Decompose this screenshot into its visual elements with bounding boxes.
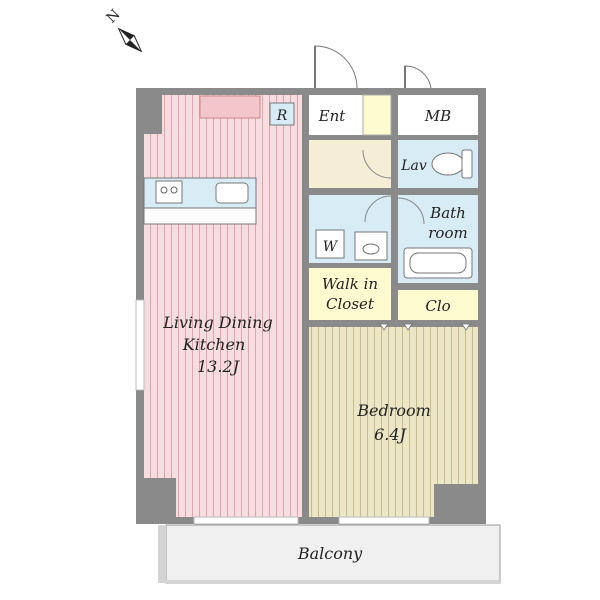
bedroom-column — [434, 484, 486, 524]
walk-in-closet-label-line2: Closet — [326, 295, 375, 313]
washer-space — [315, 229, 345, 259]
entrance-door — [314, 45, 358, 89]
vanity-sink-icon — [354, 231, 388, 261]
meter-box-label: MB — [424, 107, 451, 125]
refrigerator-label: R — [276, 108, 288, 124]
walk-in-closet-label-line1: Walk in — [322, 275, 378, 293]
stove-icon — [155, 180, 183, 204]
bedroom-size-label: 6.4J — [374, 425, 407, 444]
refrigerator-space — [269, 102, 295, 126]
washer-label: W — [323, 239, 339, 255]
balcony-label: Balcony — [297, 544, 363, 563]
bathroom-label-line2: room — [428, 224, 467, 242]
balcony-edge — [166, 580, 500, 584]
balcony-rail — [158, 525, 166, 583]
windows — [135, 299, 430, 525]
range-hood — [199, 95, 261, 119]
meter-box-space — [398, 95, 478, 135]
kitchen-counter — [143, 177, 257, 225]
bedroom-label: Bedroom — [356, 401, 431, 420]
entrance-step — [362, 94, 392, 136]
toilet-icon — [431, 149, 473, 179]
north-arrow-icon — [117, 27, 143, 53]
ldk-bottom-column — [136, 478, 176, 524]
balcony — [165, 524, 501, 584]
bathroom-label-line1: Bath — [429, 204, 466, 222]
lavatory-label: Lav — [400, 158, 427, 174]
ldk-label-line1: Living Dining — [162, 313, 272, 332]
ldk-floor — [144, 95, 302, 517]
closet — [398, 290, 478, 320]
ldk-corner-column — [136, 88, 162, 134]
ldk-label-line2: Kitchen — [182, 335, 246, 354]
meter-box-door — [404, 65, 432, 89]
bathtub-icon — [403, 247, 473, 279]
hallway-floor — [309, 140, 391, 188]
closet-door-marks — [379, 323, 471, 331]
entrance-label: Ent — [318, 107, 347, 125]
interior-doors — [362, 149, 425, 225]
sink-icon — [215, 182, 249, 204]
compass: N — [104, 7, 143, 53]
entrance-floor — [309, 95, 363, 135]
compass-label: N — [104, 7, 124, 27]
ldk-size-label: 13.2J — [197, 357, 241, 376]
walk-in-closet — [309, 268, 391, 320]
closet-label: Clo — [425, 297, 450, 315]
